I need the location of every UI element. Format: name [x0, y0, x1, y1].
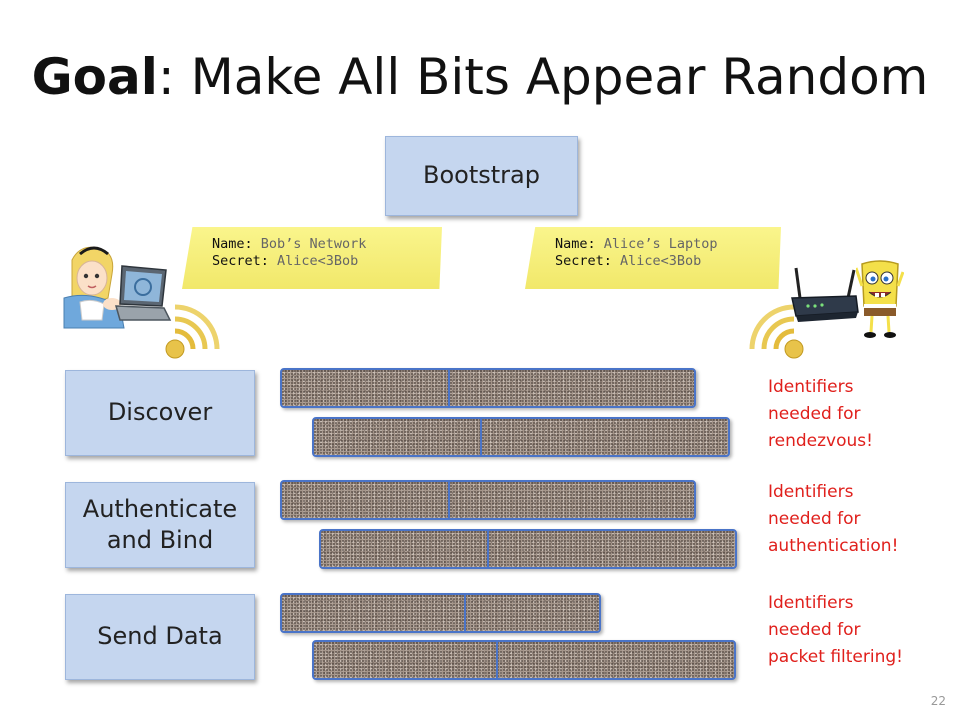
- packet-field-divider: [464, 595, 466, 631]
- send-data-packet-2: [312, 640, 736, 680]
- bootstrap-box: Bootstrap: [385, 136, 578, 216]
- authenticate-packet-1: [280, 480, 696, 520]
- right-note-name-line: Name: Alice’s Laptop: [555, 236, 718, 252]
- right-note-secret-line: Secret: Alice<3Bob: [555, 252, 702, 269]
- left-note-name-value: Bob’s Network: [252, 236, 367, 252]
- packet-field-divider: [480, 419, 482, 455]
- packet-field-divider: [487, 531, 489, 567]
- authenticate-annotation: Identifiers needed for authentication!: [768, 482, 899, 557]
- wireless-signal-icon-right: [749, 304, 804, 359]
- send-data-packet-1: [280, 593, 601, 633]
- discover-packet-2: [312, 417, 730, 457]
- page-number: 22: [930, 694, 946, 708]
- left-note-secret-value: Alice<3Bob: [268, 252, 359, 269]
- wireless-router-icon: [791, 267, 859, 322]
- send-data-box: Send Data: [65, 594, 255, 680]
- right-note-secret-value: Alice<3Bob: [611, 252, 702, 269]
- title-rest: : Make All Bits Appear Random: [157, 48, 929, 106]
- alice-character: [63, 246, 125, 329]
- packet-field-divider: [496, 642, 498, 678]
- authenticate-box: Authenticate and Bind: [65, 482, 255, 568]
- right-note-name-value: Alice’s Laptop: [595, 236, 718, 252]
- left-credential-note: Name: Bob’s Network Secret: Alice<3Bob: [182, 227, 442, 289]
- spongebob-character: [856, 260, 904, 338]
- wireless-signal-icon-left: [165, 304, 220, 359]
- left-note-secret-line: Secret: Alice<3Bob: [212, 252, 359, 269]
- discover-packet-1: [280, 368, 696, 408]
- laptop-icon: [114, 265, 172, 321]
- send-data-label: Send Data: [97, 622, 223, 651]
- right-credential-note: Name: Alice’s Laptop Secret: Alice<3Bob: [525, 227, 781, 289]
- slide-title: Goal: Make All Bits Appear Random: [0, 52, 960, 102]
- send-data-annotation: Identifiers needed for packet filtering!: [768, 593, 903, 668]
- discover-box: Discover: [65, 370, 255, 456]
- title-bold: Goal: [31, 48, 158, 106]
- bootstrap-label: Bootstrap: [423, 161, 540, 190]
- authenticate-label: Authenticate and Bind: [82, 494, 238, 554]
- left-note-name-line: Name: Bob’s Network: [212, 236, 367, 252]
- discover-annotation: Identifiers needed for rendezvous!: [768, 377, 873, 452]
- packet-field-divider: [448, 482, 450, 518]
- packet-field-divider: [448, 370, 450, 406]
- authenticate-packet-2: [319, 529, 737, 569]
- discover-label: Discover: [107, 398, 213, 427]
